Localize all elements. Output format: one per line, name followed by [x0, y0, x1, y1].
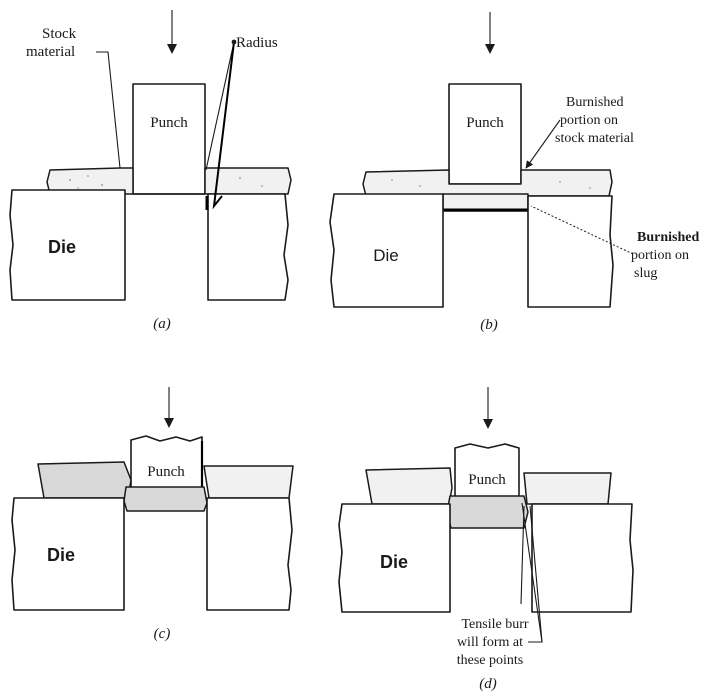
caption-d: (d): [479, 676, 497, 692]
stock-right-c: [204, 466, 293, 498]
die-right-d: [532, 504, 633, 612]
panel-a: Punch Die Stock material Radius (a): [10, 10, 291, 332]
down-arrow-icon: [164, 387, 174, 428]
panel-d: Punch Die Tensile burr will form at thes…: [339, 387, 633, 692]
svg-text:Burnished: Burnished: [637, 230, 699, 245]
punch-label-d: Punch: [468, 472, 506, 488]
die-label-a: Die: [48, 237, 76, 257]
caption-c: (c): [154, 626, 171, 642]
die-right-b: [528, 196, 613, 307]
down-arrow-icon: [483, 387, 493, 429]
svg-text:Stock: Stock: [42, 26, 77, 42]
svg-text:stock material: stock material: [555, 131, 634, 146]
svg-text:these points: these points: [457, 653, 524, 668]
panel-c: Punch Die (c): [12, 387, 293, 642]
die-label-c: Die: [47, 545, 75, 565]
svg-text:portion on: portion on: [631, 248, 689, 263]
punch-b: [449, 84, 521, 184]
down-arrow-icon: [167, 10, 177, 54]
stock-left-d: [366, 468, 452, 504]
punch-label-c: Punch: [147, 464, 185, 480]
die-right-a: [208, 194, 288, 300]
punch-c: [131, 436, 202, 488]
caption-b: (b): [480, 317, 498, 333]
svg-text:Tensile burr: Tensile burr: [461, 617, 528, 632]
punch-a: [133, 84, 205, 194]
stock-left-c: [38, 462, 131, 498]
punch-label-b: Punch: [466, 115, 504, 131]
slug-b: [443, 194, 528, 211]
slug-d: [447, 496, 528, 528]
stock-right-d: [524, 473, 611, 504]
die-label-b: Die: [373, 246, 399, 265]
svg-text:material: material: [26, 44, 75, 60]
caption-a: (a): [153, 316, 171, 332]
panel-b: Punch Die Burnished portion on stock mat…: [330, 12, 699, 333]
punch-label-a: Punch: [150, 115, 188, 131]
die-label-d: Die: [380, 552, 408, 572]
stock-callout-a: Stock material: [26, 26, 120, 168]
svg-text:slug: slug: [634, 266, 657, 281]
die-right-c: [207, 498, 292, 610]
svg-text:Burnished: Burnished: [566, 95, 624, 110]
svg-text:will form at: will form at: [457, 635, 523, 650]
down-arrow-icon: [485, 12, 495, 54]
svg-text:portion on: portion on: [560, 113, 618, 128]
burnished-stock-callout-b: Burnished portion on stock material: [526, 95, 634, 168]
slug-c: [124, 487, 207, 511]
svg-text:Radius: Radius: [236, 35, 278, 51]
